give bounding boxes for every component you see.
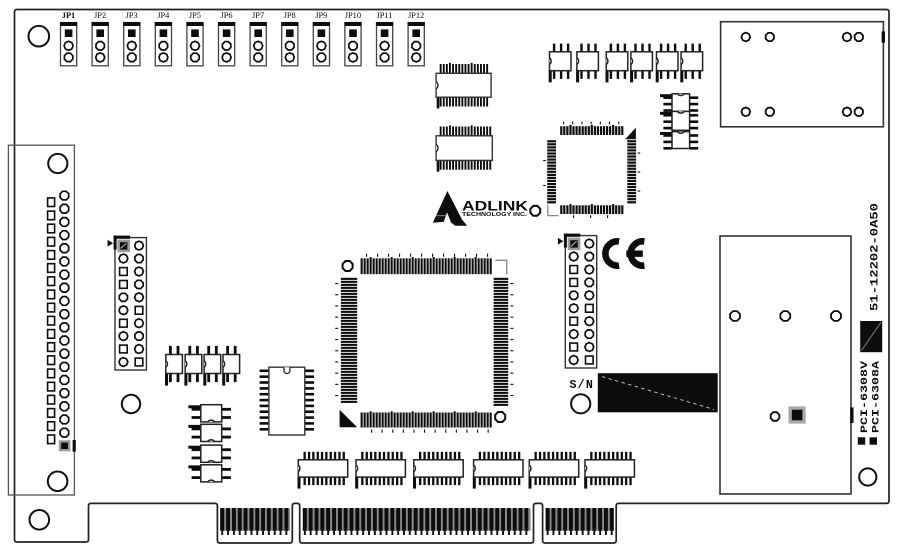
svg-text:JP3: JP3 <box>126 11 138 20</box>
svg-text:JP7: JP7 <box>252 11 264 20</box>
svg-text:JP5: JP5 <box>189 11 201 20</box>
svg-text:JP9: JP9 <box>315 11 327 20</box>
svg-text:JP1: JP1 <box>62 11 76 20</box>
svg-text:JP2: JP2 <box>94 11 106 20</box>
svg-text:JP8: JP8 <box>284 11 296 20</box>
svg-text:JP11: JP11 <box>377 11 393 20</box>
svg-text:JP10: JP10 <box>345 11 361 20</box>
svg-text:JP12: JP12 <box>408 11 424 20</box>
svg-text:51-12202-0A50: 51-12202-0A50 <box>870 203 882 311</box>
svg-text:JP6: JP6 <box>220 11 232 20</box>
svg-text:PCI-6308A: PCI-6308A <box>872 360 883 433</box>
svg-text:S/N: S/N <box>570 379 594 392</box>
svg-text:PCI-6308V: PCI-6308V <box>860 360 871 433</box>
svg-text:TECHNOLOGY INC.: TECHNOLOGY INC. <box>462 212 527 218</box>
svg-text:ADLINK: ADLINK <box>462 199 528 214</box>
svg-text:JP4: JP4 <box>157 11 170 20</box>
